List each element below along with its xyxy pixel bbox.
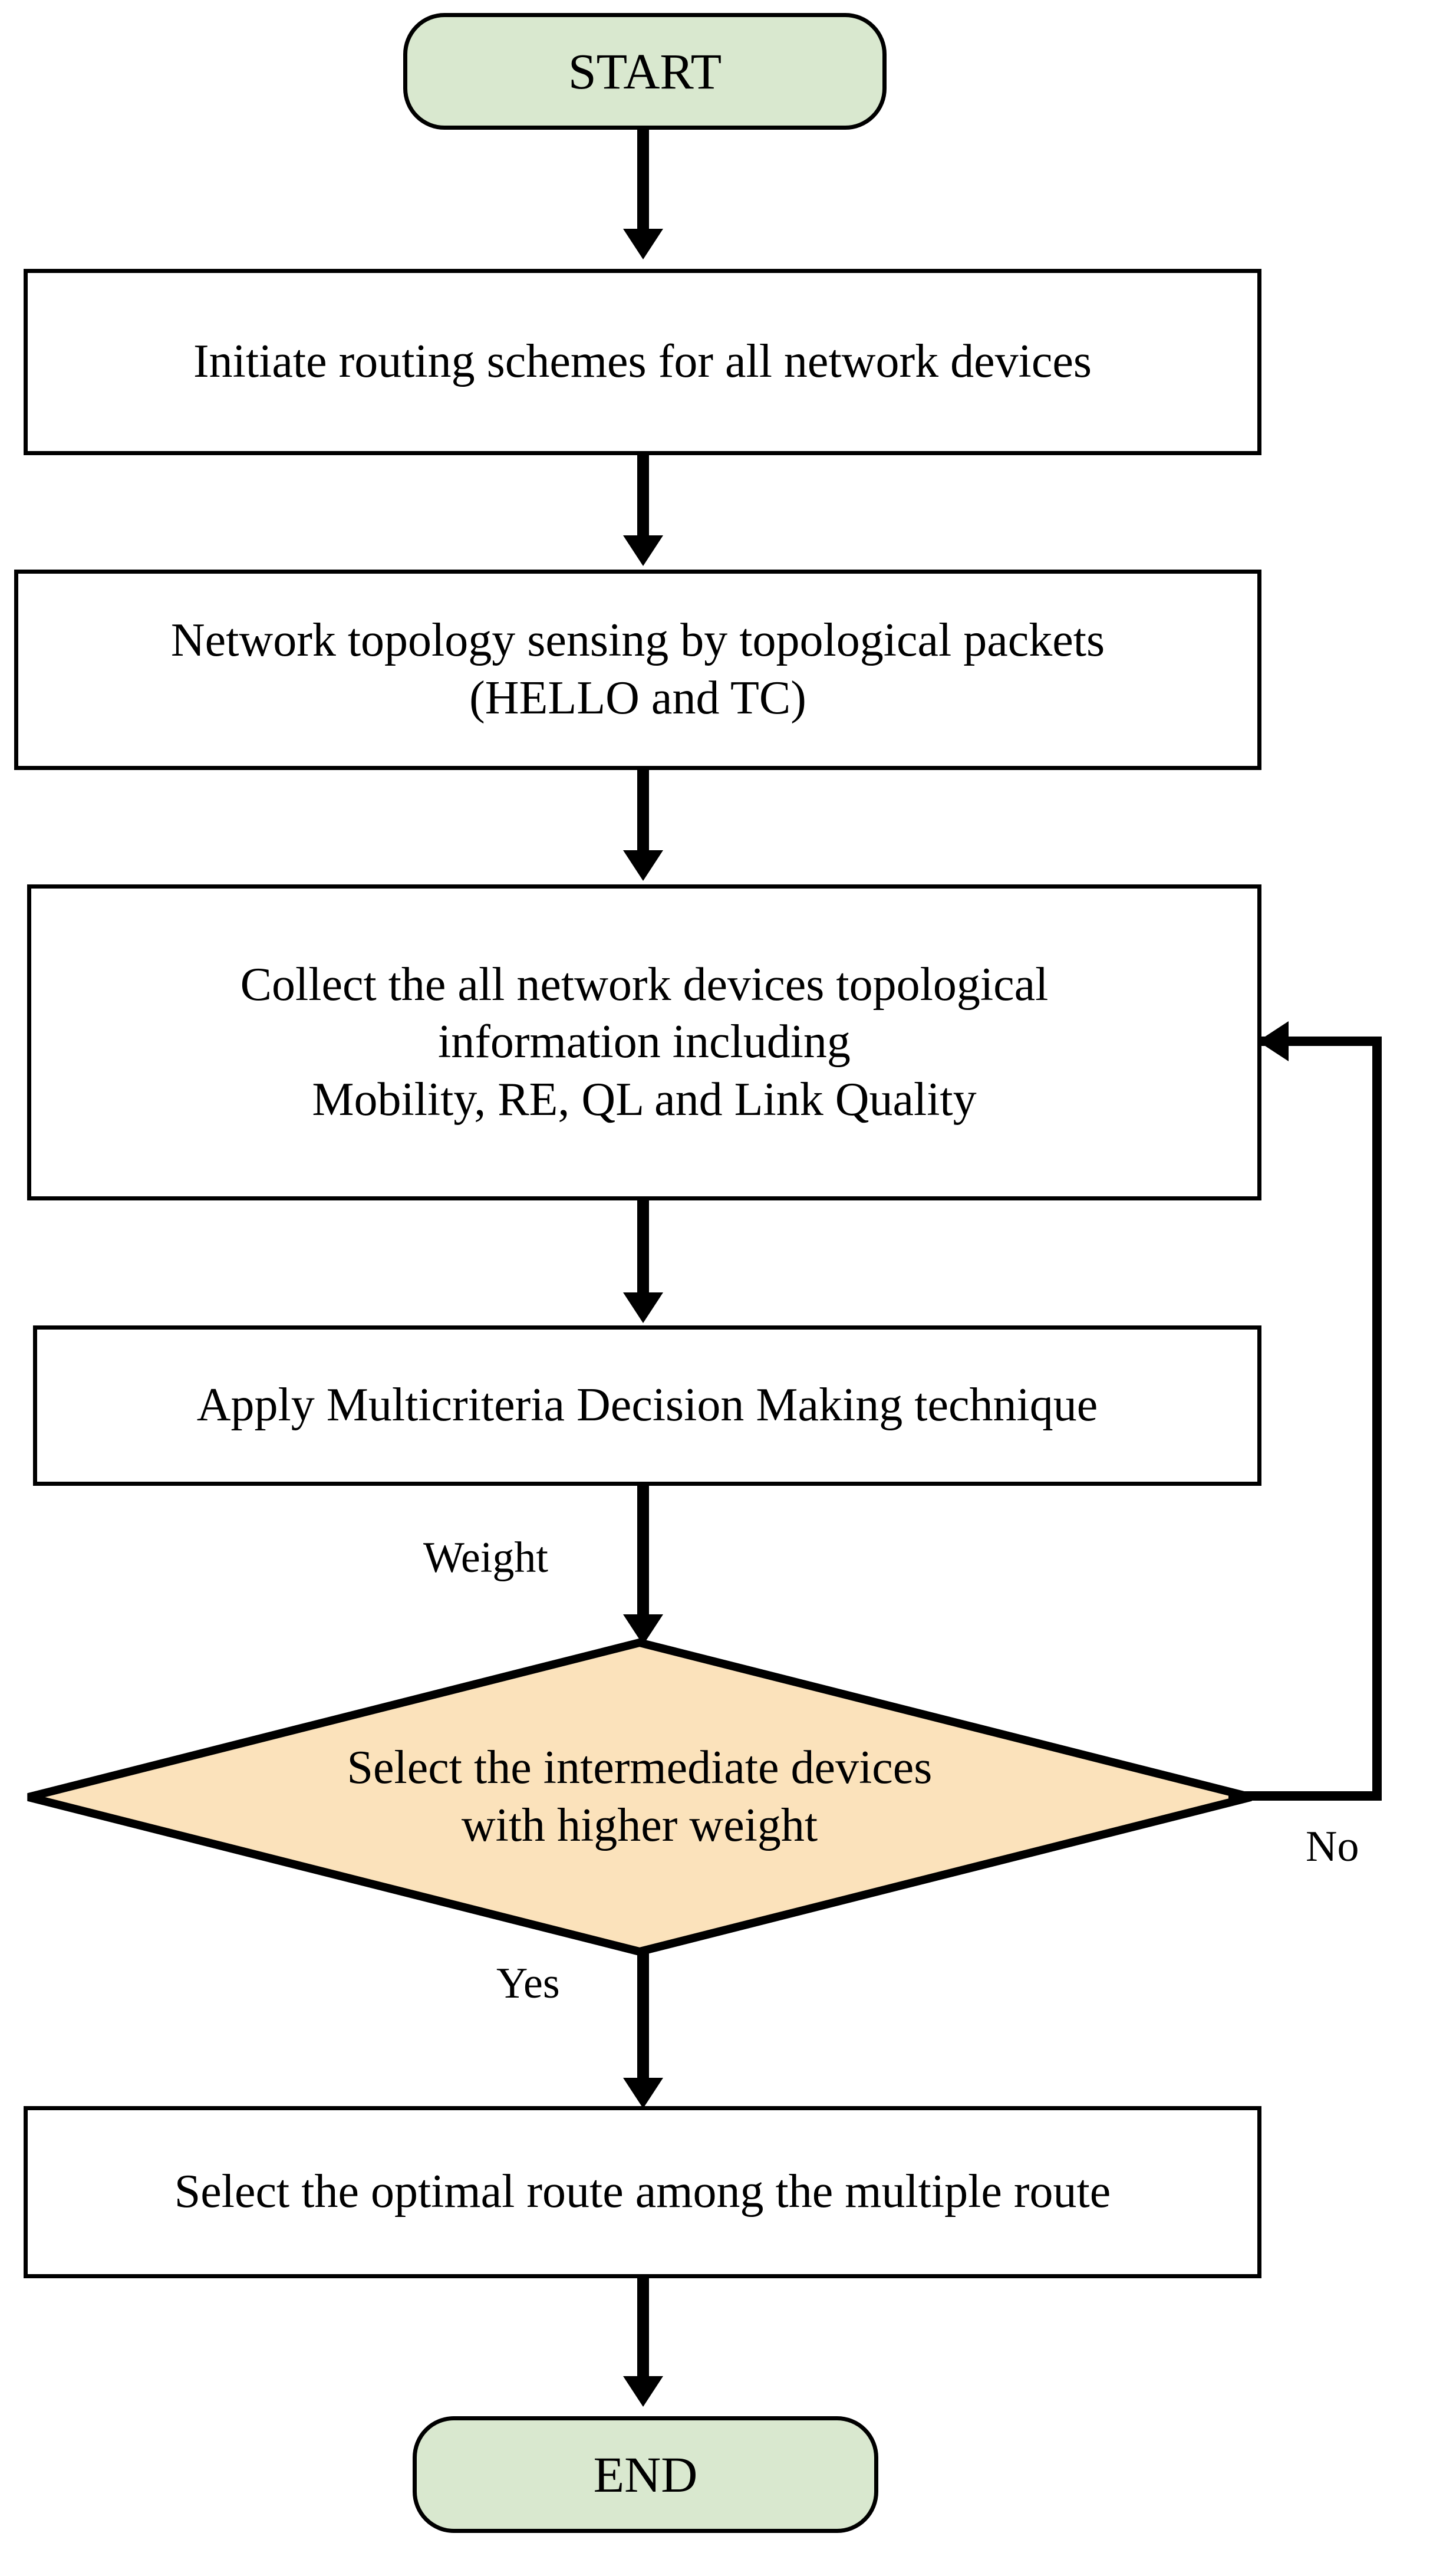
node-collect-info-line1: Collect the all network devices topologi… [240,958,1049,1011]
node-collect-info-line3: Mobility, RE, QL and Link Quality [312,1073,977,1126]
node-topology-sensing-line1: Network topology sensing by topological … [170,614,1105,667]
node-collect-info-line2: information including [438,1016,851,1068]
arrowhead-decision-to-optimal [623,2078,663,2108]
node-optimal-route-label: Select the optimal route among the multi… [174,2166,1111,2218]
node-collect-info: Collect the all network devices topologi… [27,884,1261,1200]
edge-label-yes: Yes [496,1959,560,2008]
edge-start-to-initiate [637,130,649,233]
node-decision-line1: Select the intermediate devices [347,1742,933,1794]
node-initiate-routing-label: Initiate routing schemes for all network… [193,335,1092,388]
node-apply-mcdm: Apply Multicriteria Decision Making tech… [33,1325,1261,1486]
edge-no-horizontal-in [1261,1037,1377,1046]
arrowhead-collect-to-mcdm [623,1292,663,1323]
node-apply-mcdm-label: Apply Multicriteria Decision Making tech… [196,1379,1098,1432]
edge-label-weight: Weight [423,1534,548,1582]
arrowhead-initiate-to-sensing [623,535,663,566]
edge-no-vertical [1372,1037,1382,1801]
node-decision-line2: with higher weight [461,1799,818,1851]
edge-collect-to-mcdm [637,1200,649,1304]
node-decision-select-devices: Select the intermediate devices with hig… [24,1638,1256,1956]
edge-initiate-to-sensing [637,455,649,550]
node-topology-sensing-line2: (HELLO and TC) [469,672,806,724]
arrowhead-no-to-collect [1258,1021,1289,1061]
edge-mcdm-to-decision [637,1486,649,1633]
edge-no-horizontal-out [1228,1791,1382,1801]
edge-optimal-to-end [637,2278,649,2382]
node-end: END [413,2416,878,2533]
edge-sensing-to-collect [637,770,649,864]
decision-label-wrap: Select the intermediate devices with hig… [24,1638,1256,1956]
node-initiate-routing: Initiate routing schemes for all network… [24,269,1261,455]
node-start: START [403,13,887,130]
arrowhead-start-to-initiate [623,229,663,259]
edge-label-no: No [1306,1822,1359,1871]
edge-decision-to-optimal [637,1952,649,2097]
node-optimal-route: Select the optimal route among the multi… [24,2106,1261,2278]
node-topology-sensing: Network topology sensing by topological … [14,570,1261,770]
node-start-label: START [568,42,722,100]
arrowhead-sensing-to-collect [623,850,663,881]
node-end-label: END [593,2446,698,2503]
arrowhead-optimal-to-end [623,2376,663,2407]
